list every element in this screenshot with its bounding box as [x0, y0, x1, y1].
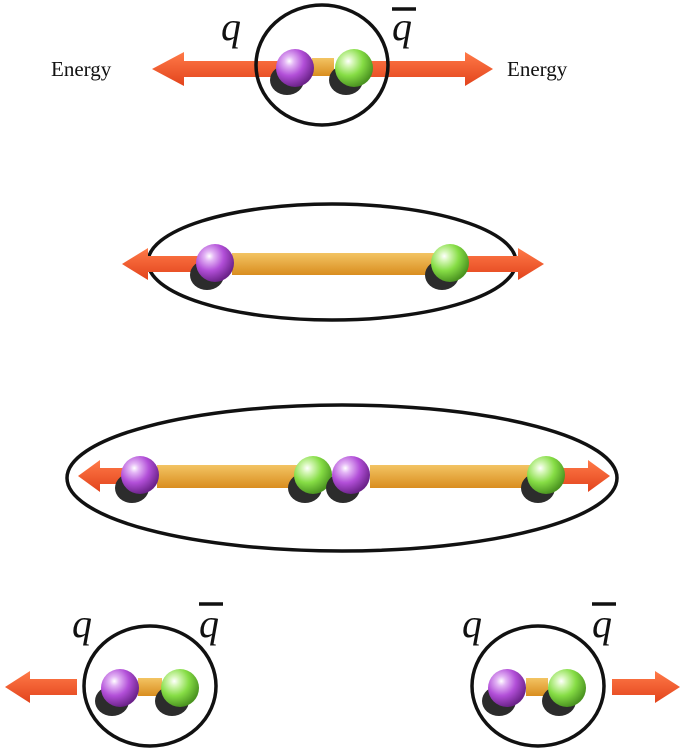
- quark-label: q: [72, 601, 92, 646]
- meson-boundary: [470, 624, 606, 748]
- quark-label: q: [462, 601, 482, 646]
- antiquark-sphere-icon: [527, 456, 565, 494]
- gluon-string: [232, 253, 436, 275]
- quark-sphere-icon: [196, 244, 234, 282]
- stage-two-mesons: q q q q: [5, 601, 680, 748]
- antiquark-label: q: [199, 601, 219, 646]
- stage-string-break: [65, 403, 619, 553]
- quark-sphere-icon: [276, 49, 314, 87]
- antiquark-label: q: [592, 601, 612, 646]
- quark-sphere-icon: [332, 456, 370, 494]
- quark-sphere-icon: [101, 669, 139, 707]
- antiquark-sphere-icon: [161, 669, 199, 707]
- gluon-string: [138, 678, 162, 696]
- meson-boundary: [82, 624, 218, 748]
- energy-arrow-right: [562, 460, 610, 492]
- quark-label: q: [221, 4, 241, 49]
- energy-arrow-left: [152, 52, 283, 86]
- gluon-string: [370, 465, 530, 488]
- stage-meson-initial: q q Energy Energy: [51, 3, 568, 127]
- energy-arrow-right: [370, 52, 493, 86]
- quark-sphere-icon: [488, 669, 526, 707]
- antiquark-sphere-icon: [335, 49, 373, 87]
- energy-arrow-left: [5, 671, 77, 703]
- energy-arrow-right: [462, 248, 544, 280]
- energy-label-right: Energy: [507, 57, 568, 81]
- stage-meson-stretched: [122, 202, 544, 322]
- meson-left: q q: [5, 601, 223, 748]
- gluon-string: [526, 678, 548, 696]
- antiquark-label: q: [392, 4, 412, 49]
- meson-boundary: [65, 403, 619, 553]
- energy-arrow-right: [612, 671, 680, 703]
- gluon-string: [157, 465, 299, 488]
- meson-right: q q: [462, 601, 680, 748]
- antiquark-sphere-icon: [294, 456, 332, 494]
- quark-sphere-icon: [121, 456, 159, 494]
- energy-arrow-left: [78, 460, 125, 492]
- meson-boundary: [254, 3, 390, 127]
- gluon-string: [312, 58, 334, 76]
- energy-label-left: Energy: [51, 57, 112, 81]
- energy-arrow-left: [122, 248, 205, 280]
- antiquark-sphere-icon: [548, 669, 586, 707]
- antiquark-sphere-icon: [431, 244, 469, 282]
